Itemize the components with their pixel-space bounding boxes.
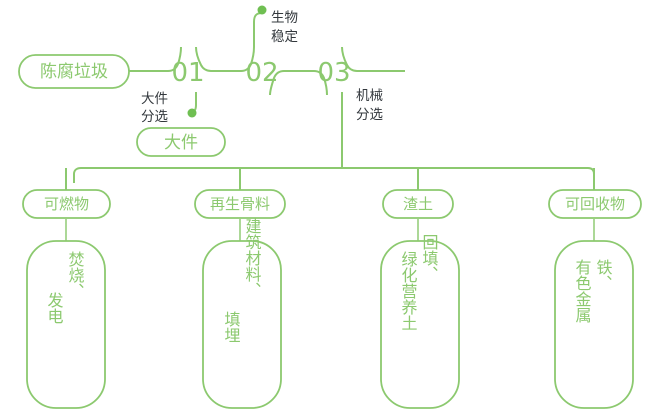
stage-02-process-label-line2: 稳定 [271, 29, 298, 45]
stage-number-01: 01 [171, 58, 204, 88]
stage-02-process-label-line1: 生物 [271, 10, 298, 26]
stage-01-output-pill-shape [136, 127, 226, 157]
output-pill-shape-3 [382, 189, 454, 219]
stage-03-left-arc [313, 70, 328, 96]
stage-03-process-label-line2: 分选 [356, 107, 383, 123]
output-pill-label-4: 可回收物 [565, 195, 625, 213]
stage-01-left-arc [167, 46, 182, 72]
output-box-shape-4 [554, 240, 634, 409]
output-pill-label-1: 可燃物 [44, 195, 89, 213]
output-box-3-text-col-1: 回填、 [420, 234, 439, 282]
output-box-shape-2 [202, 240, 282, 409]
stage-02-left-arc [240, 46, 255, 72]
stage-01-branch-dot [187, 108, 197, 118]
output-box-3-text-col-2: 绿化营养土 [399, 251, 418, 331]
output-box-2-text-col-2: 填埋 [222, 311, 241, 343]
stage-number-03: 03 [317, 58, 350, 88]
stage-number-02: 02 [245, 58, 278, 88]
stage-03-process-label-line1: 机械 [356, 88, 383, 104]
output-box-1-text-col-1: 焚烧、 [66, 251, 85, 299]
output-box-1-text-col-2: 发电 [45, 292, 64, 324]
output-pill-shape-1 [22, 189, 111, 219]
stage-02-branch-line [253, 12, 263, 47]
output-box-2-text-col-1: 建筑材料、 [243, 218, 262, 298]
output-pill-label-2: 再生骨料 [210, 195, 270, 213]
distribution-bar [73, 167, 595, 183]
stage-02-right-arc [269, 70, 285, 96]
stage-01-right-arc [195, 46, 212, 72]
stage-02-branch-dot [257, 5, 267, 15]
output-pill-label-3: 渣土 [403, 195, 433, 213]
output-box-4-text-col-1: 铁、 [594, 259, 613, 291]
stage-03-right-arc [341, 46, 358, 72]
output-pill-shape-2 [194, 189, 286, 219]
output-pill-shape-4 [548, 189, 642, 219]
output-box-4-text-col-2: 有色金属 [573, 259, 592, 323]
stage-01-process-label-line2: 分选 [141, 109, 168, 125]
output-box-shape-3 [380, 240, 460, 409]
output-box-shape-1 [26, 240, 106, 409]
stage-01-output-pill-label: 大件 [164, 133, 198, 153]
stage-01-process-label-line1: 大件 [141, 91, 168, 107]
source-pill-label: 陈腐垃圾 [40, 62, 108, 82]
source-pill-shape [18, 54, 130, 89]
